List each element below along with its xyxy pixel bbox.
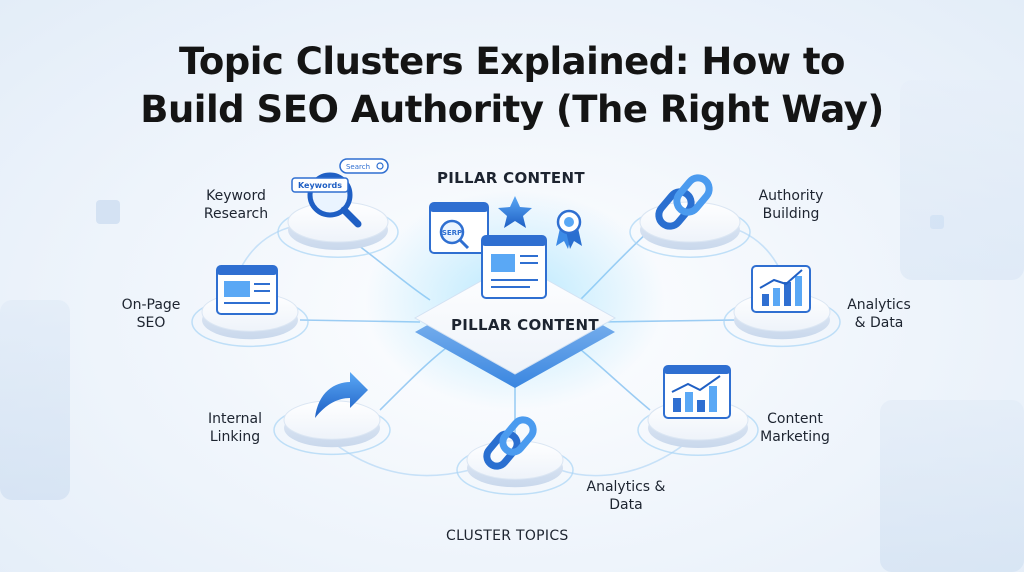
title-line-1: Topic Clusters Explained: How to [179, 40, 845, 83]
internal-linking-platform [273, 400, 391, 456]
pillar-center-label: PILLAR CONTENT [451, 316, 599, 334]
chain-link-icon [655, 174, 713, 230]
curved-arrow-icon [315, 372, 368, 418]
pillar-top-label: PILLAR CONTENT [437, 169, 585, 187]
bg-block-right [900, 80, 1024, 280]
satellite-platforms [191, 201, 841, 496]
label-analytics-data: Analytics& Data [847, 297, 911, 331]
authority-building-platform [629, 201, 751, 258]
bg-cube-tiny [930, 215, 944, 229]
page-title: Topic Clusters Explained: How to Build S… [0, 38, 1024, 134]
cluster-topics-label: CLUSTER TOPICS [446, 528, 569, 544]
bar-chart-icon [751, 265, 811, 313]
connector-arc-br [559, 439, 691, 477]
search-pill-text: Search [346, 163, 370, 171]
serp-window-icon: SERP [429, 202, 489, 254]
magnifier-keywords-icon: Search Keywords [291, 158, 389, 228]
keywords-tag-text: Keywords [298, 181, 342, 190]
bg-cube-small [96, 200, 120, 224]
bottom-chain-link-icon [483, 416, 537, 470]
serp-text: SERP [442, 229, 462, 237]
title-line-2: Build SEO Authority (The Right Way) [140, 88, 884, 131]
pillar-platform [413, 261, 617, 388]
content-window-icon [481, 235, 547, 299]
award-badge-icon [556, 209, 582, 249]
webpage-layout-icon [216, 265, 278, 315]
connector-arc-bl [329, 439, 471, 477]
star-icon [498, 196, 532, 228]
growth-chart-icon [663, 365, 731, 419]
label-bottom-analytics: Analytics &Data [586, 479, 666, 513]
bg-block-left [0, 300, 70, 500]
bg-block-bottom-right [880, 400, 1024, 572]
